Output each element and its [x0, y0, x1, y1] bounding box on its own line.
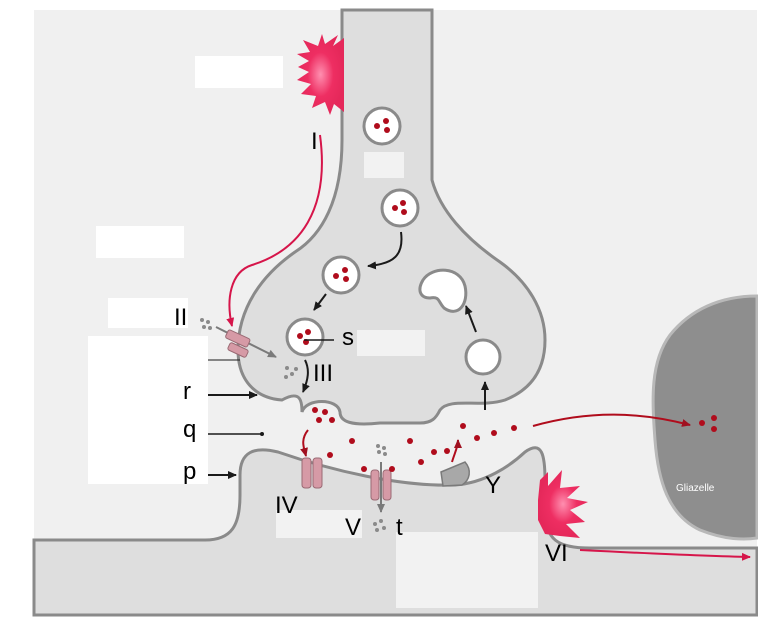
ions	[200, 318, 387, 532]
vesicle-2	[380, 188, 420, 228]
recycled-vesicle	[464, 338, 502, 376]
label-s: s	[342, 324, 354, 351]
cycle-arrow-2	[313, 293, 327, 311]
cycle-arrow-3	[302, 359, 310, 393]
label-q: q	[183, 416, 197, 443]
signal-arrow-I	[226, 134, 323, 327]
label-II: II	[174, 304, 188, 331]
neurotransmitters	[312, 407, 717, 472]
action-potential-burst-top	[297, 34, 344, 115]
label-I: I	[311, 128, 318, 155]
label-gliazelle: Gliazelle	[676, 483, 715, 494]
channel-II	[225, 329, 251, 358]
blank-box-8	[396, 532, 538, 608]
label-t: t	[396, 514, 403, 541]
blank-box-2	[96, 226, 184, 258]
label-VI: VI	[545, 540, 568, 567]
transporter-Y	[440, 461, 470, 487]
action-potential-burst-post	[538, 470, 588, 538]
pointer-q-dot	[260, 432, 264, 436]
blank-box-3	[108, 298, 188, 328]
blank-box-7	[276, 510, 362, 538]
label-p: p	[183, 458, 197, 485]
vesicle-1	[362, 106, 402, 146]
blank-box-1	[195, 56, 283, 88]
release-arrow	[300, 429, 309, 457]
blank-box-6	[357, 330, 425, 356]
reuptake-arrow-glia	[532, 413, 691, 427]
reuptake-arrow-Y	[451, 439, 462, 463]
label-V: V	[345, 514, 362, 541]
receptor-IV	[301, 457, 323, 489]
vesicle-4	[285, 317, 325, 357]
blank-box-5	[364, 152, 404, 178]
blank-box-4	[88, 336, 208, 484]
glial-cell	[651, 294, 758, 541]
label-III: III	[313, 360, 334, 387]
cycle-arrow-1	[367, 231, 403, 270]
channel-V	[370, 469, 392, 501]
endosome	[418, 268, 468, 313]
label-Y: Y	[485, 472, 502, 499]
cycle-arrow-5	[465, 305, 477, 333]
signal-arrow-VI	[579, 549, 751, 561]
label-IV: IV	[275, 492, 298, 519]
vesicle-3	[321, 255, 361, 295]
label-r: r	[183, 378, 191, 405]
